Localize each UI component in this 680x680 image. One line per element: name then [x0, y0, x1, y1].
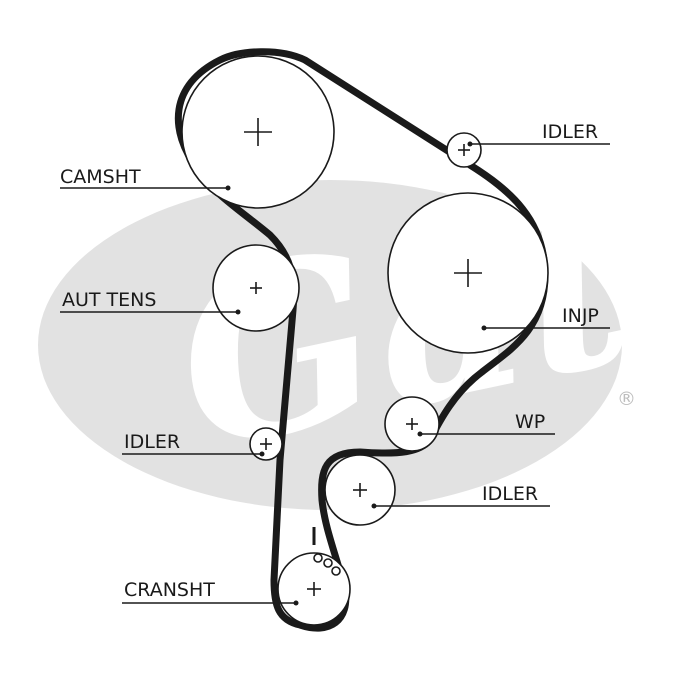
camshaft-pulley — [181, 55, 335, 209]
idler-left-pulley — [249, 427, 283, 461]
label-idler-left: IDLER — [124, 431, 180, 453]
registered-mark: ® — [617, 388, 636, 410]
label-injp: INJP — [562, 305, 599, 327]
injection-pump-pulley — [387, 192, 549, 354]
idler-top-right-pulley — [446, 132, 482, 168]
timing-belt — [174, 48, 549, 632]
timing-dot-1 — [313, 553, 323, 563]
auto-tensioner-pulley — [212, 244, 300, 332]
label-idler-bottom-right: IDLER — [482, 483, 538, 505]
label-idler-top-right: IDLER — [542, 121, 598, 143]
water-pump-pulley — [384, 396, 440, 452]
crankshaft-pulley — [277, 527, 351, 626]
label-aut-tens: AUT TENS — [62, 289, 156, 311]
idler-bottom-right-pulley — [324, 454, 396, 526]
label-camsht: CAMSHT — [60, 166, 141, 188]
label-wp: WP — [515, 411, 545, 433]
leader-lines — [60, 141, 610, 606]
timing-dot-2 — [323, 558, 333, 568]
label-cransht: CRANSHT — [124, 579, 215, 601]
timing-dot-3 — [331, 566, 341, 576]
